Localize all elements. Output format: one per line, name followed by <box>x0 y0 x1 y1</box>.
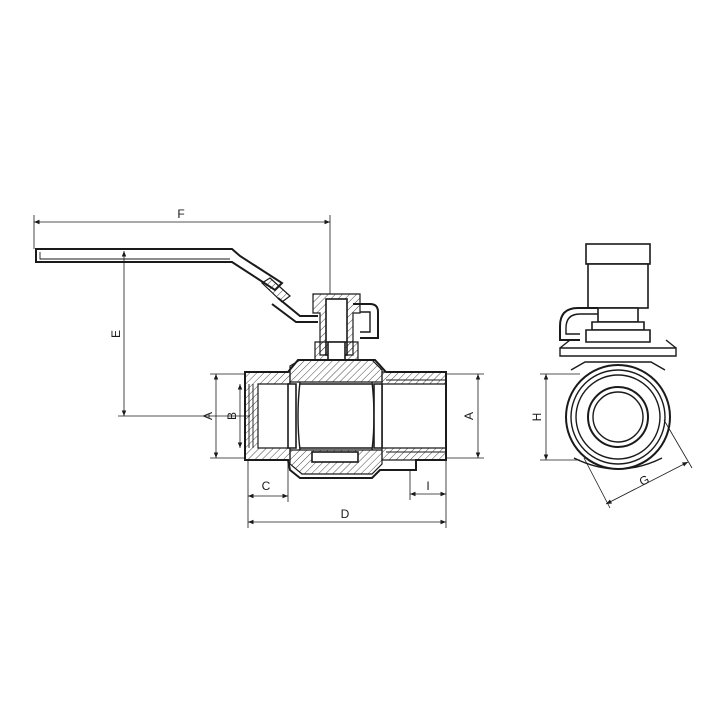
side-view: F E A B A C I D <box>33 207 484 528</box>
stem-assembly <box>312 293 379 361</box>
dim-label-i: I <box>426 479 429 493</box>
dim-label-a-right: A <box>462 412 476 420</box>
end-view: H G <box>530 243 693 509</box>
handle-lever <box>35 248 318 323</box>
dim-label-e: E <box>109 330 123 338</box>
dim-label-d: D <box>341 507 350 521</box>
dimension-lines-end <box>540 373 693 509</box>
valve-body <box>244 359 447 479</box>
end-view-rings <box>565 361 671 470</box>
dim-label-c: C <box>262 479 271 493</box>
handle-end-view <box>559 243 677 357</box>
dim-label-h: H <box>530 413 544 422</box>
dim-label-f: F <box>177 207 184 221</box>
dimension-lines-side <box>33 215 484 528</box>
dim-label-a-left: A <box>201 412 215 420</box>
dim-label-g: G <box>637 472 652 489</box>
dim-label-b: B <box>225 412 239 420</box>
